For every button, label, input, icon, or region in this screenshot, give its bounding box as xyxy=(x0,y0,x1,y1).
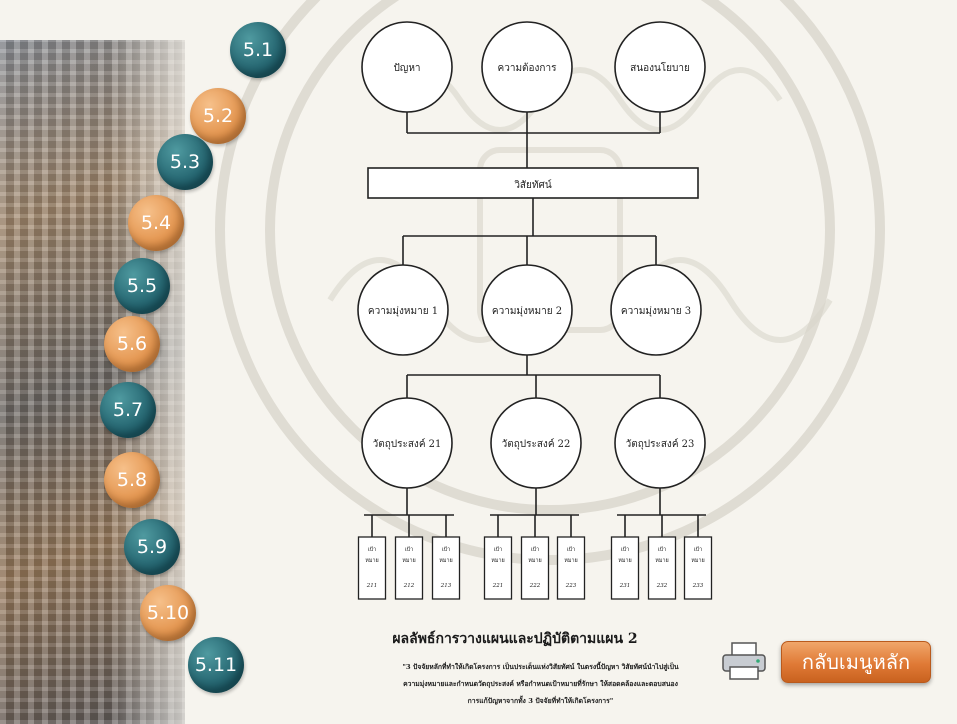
target-label: เป้า xyxy=(621,546,629,553)
target-label: หมาย xyxy=(491,558,505,564)
goal-node xyxy=(610,264,702,356)
result-description-line: ความมุ่งหมายและกำหนดวัตถุประสงค์ หรือกำห… xyxy=(403,680,678,688)
target-label: หมาย xyxy=(655,558,669,564)
nav-5-6[interactable]: 5.6 xyxy=(104,316,160,372)
vision-label: วิสัยทัศน์ xyxy=(514,179,552,191)
target-label: หมาย xyxy=(528,558,542,564)
target-label: เป้า xyxy=(694,546,702,553)
target-box xyxy=(483,536,513,600)
target-number: 211 xyxy=(366,583,378,589)
result-description-line: การแก้ปัญหาจากทั้ง 3 ปัจจัยที่ทำให้เกิดโ… xyxy=(467,697,614,705)
target-label: หมาย xyxy=(691,558,705,564)
nav-5-7[interactable]: 5.7 xyxy=(100,382,156,438)
top-node-label: ปัญหา xyxy=(393,63,420,74)
target-box xyxy=(357,536,387,600)
objective-node-label: วัตถุประสงค์ 21 xyxy=(373,438,442,450)
nav-5-3[interactable]: 5.3 xyxy=(157,134,213,190)
target-box xyxy=(556,536,586,600)
objective-node-label: วัตถุประสงค์ 22 xyxy=(502,438,571,450)
nav-5-9[interactable]: 5.9 xyxy=(124,519,180,575)
objective-node-label: วัตถุประสงค์ 23 xyxy=(626,438,695,450)
target-number: 223 xyxy=(565,583,577,589)
top-node-label: สนองนโยบาย xyxy=(630,61,690,74)
result-title: ผลลัพธ์การวางแผนและปฏิบัติตามแผน 2 xyxy=(392,631,638,647)
printer-icon[interactable] xyxy=(720,641,768,681)
goal-node-label: ความมุ่งหมาย 1 xyxy=(368,306,438,317)
back-to-main-menu-button[interactable]: กลับเมนูหลัก xyxy=(781,641,931,683)
target-number: 232 xyxy=(656,583,668,589)
target-label: เป้า xyxy=(531,546,539,553)
target-box xyxy=(610,536,640,600)
target-label: เป้า xyxy=(368,546,376,553)
goal-node xyxy=(357,264,449,356)
target-label: เป้า xyxy=(494,546,502,553)
target-label: หมาย xyxy=(402,558,416,564)
target-number: 221 xyxy=(492,583,504,589)
nav-5-11[interactable]: 5.11 xyxy=(188,637,244,693)
target-label: หมาย xyxy=(365,558,379,564)
goal-node-label: ความมุ่งหมาย 3 xyxy=(621,306,691,317)
nav-5-2[interactable]: 5.2 xyxy=(190,88,246,144)
target-box xyxy=(431,536,461,600)
vision-box xyxy=(367,167,699,199)
result-description-line: "3 ปัจจัยหลักที่ทำให้เกิดโครงการ เป็นประ… xyxy=(402,663,679,671)
target-number: 222 xyxy=(529,583,541,589)
target-number: 212 xyxy=(403,583,415,589)
target-label: หมาย xyxy=(564,558,578,564)
target-label: หมาย xyxy=(618,558,632,564)
target-label: หมาย xyxy=(439,558,453,564)
target-box xyxy=(647,536,677,600)
target-label: เป้า xyxy=(405,546,413,553)
nav-5-5[interactable]: 5.5 xyxy=(114,258,170,314)
nav-5-1[interactable]: 5.1 xyxy=(230,22,286,78)
nav-5-4[interactable]: 5.4 xyxy=(128,195,184,251)
target-number: 213 xyxy=(440,583,452,589)
target-label: เป้า xyxy=(442,546,450,553)
nav-5-10[interactable]: 5.10 xyxy=(140,585,196,641)
target-box xyxy=(394,536,424,600)
result-description: "3 ปัจจัยหลักที่ทำให้เกิดโครงการ เป็นประ… xyxy=(358,659,723,710)
nav-5-8[interactable]: 5.8 xyxy=(104,452,160,508)
target-label: เป้า xyxy=(567,546,575,553)
target-number: 233 xyxy=(692,583,704,589)
target-number: 231 xyxy=(619,583,631,589)
target-label: เป้า xyxy=(658,546,666,553)
target-box xyxy=(683,536,713,600)
top-node-label: ความต้องการ xyxy=(498,62,558,74)
target-box xyxy=(520,536,550,600)
goal-node-label: ความมุ่งหมาย 2 xyxy=(492,306,562,317)
